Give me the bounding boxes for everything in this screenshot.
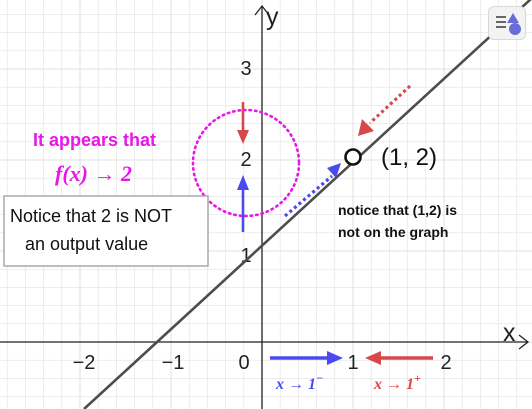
notice-box-line2: an output value: [25, 234, 148, 254]
red-dotted-arrow-head: [358, 119, 374, 136]
red-down-arrow-head: [237, 130, 249, 144]
y-tick-label-3: 3: [240, 58, 251, 80]
notice-point-line2: not on the graph: [338, 224, 448, 240]
blue-dotted-arrow-head: [327, 163, 341, 178]
x-approach-left: x → 1−: [275, 371, 323, 393]
red-left-arrow-head: [365, 351, 381, 365]
y-axis-label: y: [266, 3, 279, 31]
y-axis-arrow: [254, 4, 270, 16]
x-axis-label: x: [503, 319, 516, 347]
function-line[interactable]: [83, 0, 532, 409]
red-dotted-arrow-shaft: [368, 84, 412, 125]
notice-box-line1: Notice that 2 is NOT: [10, 206, 172, 226]
x-tick-label-neg1: −1: [162, 352, 185, 374]
x-tick-label-neg2: −2: [73, 352, 96, 374]
x-tick-label-1: 1: [347, 352, 358, 374]
y-tick-label-1: 1: [240, 245, 251, 267]
blue-dotted-arrow-shaft: [283, 174, 334, 218]
hole-point[interactable]: [344, 148, 362, 166]
x-approach-right: x → 1+: [373, 371, 421, 393]
graphics-view-icon: [496, 13, 521, 35]
x-axis-arrow: [518, 334, 530, 350]
blue-up-arrow-head: [237, 175, 249, 190]
appears-title: It appears that: [33, 130, 156, 150]
x-tick-label-2: 2: [440, 352, 451, 374]
x-tick-label-0: 0: [238, 352, 249, 374]
hole-label: (1, 2): [381, 144, 437, 171]
graphics-view-button[interactable]: [488, 6, 526, 40]
limit-circle: [191, 108, 301, 218]
notice-point-line1: notice that (1,2) is: [338, 202, 457, 218]
appears-formula: f(x) → 2: [55, 161, 132, 186]
y-tick-label-2: 2: [240, 149, 251, 171]
blue-right-arrow-head: [327, 351, 343, 365]
notice-box: [3, 195, 209, 267]
